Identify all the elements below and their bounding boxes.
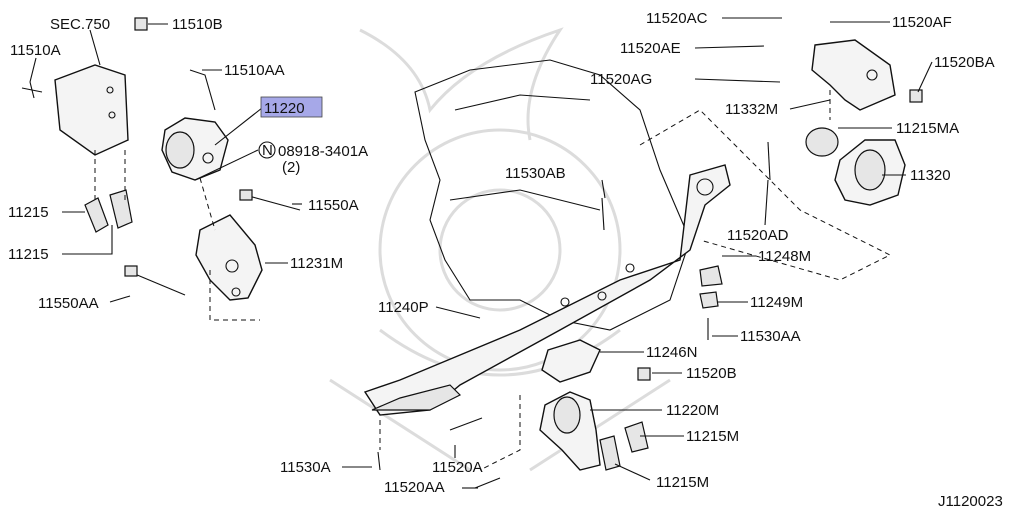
label-11240P: 11240P <box>378 299 429 316</box>
label-11510B: 11510B <box>172 16 223 33</box>
label-08918: 08918-3401A <box>278 143 368 160</box>
leader-lines <box>29 17 933 489</box>
label-sec750: SEC.750 <box>50 16 110 33</box>
label-11510AA: 11510AA <box>224 62 285 79</box>
label-11231M: 11231M <box>290 255 343 272</box>
engine-block-outline <box>414 59 691 331</box>
part-labels: SEC.750 11510B 11510A 11510AA 11220 N 08… <box>8 10 1003 510</box>
label-11520AC: 11520AC <box>646 10 708 27</box>
label-11520AE: 11520AE <box>620 40 681 57</box>
crossmember-11240P <box>363 164 731 416</box>
label-11220M: 11220M <box>666 402 719 419</box>
label-11510A: 11510A <box>10 42 61 59</box>
bolts-left <box>21 17 301 296</box>
label-11215-a: 11215 <box>8 204 49 221</box>
label-11320: 11320 <box>910 167 951 184</box>
label-11550A: 11550A <box>308 197 359 214</box>
label-11248M: 11248M <box>758 248 811 265</box>
label-11246N: 11246N <box>646 344 697 361</box>
highlight-11220 <box>260 96 323 118</box>
label-11550AA: 11550AA <box>38 295 99 312</box>
label-11215MA: 11215MA <box>896 120 959 137</box>
label-11220: 11220 <box>264 100 305 117</box>
label-11215M-b: 11215M <box>656 474 709 491</box>
label-11520AA: 11520AA <box>384 479 445 496</box>
label-11520BA: 11520BA <box>934 54 995 71</box>
label-08918-qty: (2) <box>282 159 300 176</box>
label-11215-b: 11215 <box>8 246 49 263</box>
right-mount-assembly <box>805 39 923 206</box>
label-11530AA: 11530AA <box>740 328 801 345</box>
label-11530A: 11530A <box>280 459 331 476</box>
label-11530AB: 11530AB <box>505 165 566 182</box>
left-mount-assembly <box>54 64 263 301</box>
rear-mount-assembly <box>377 339 649 489</box>
diagram-id: J1120023 <box>938 493 1003 510</box>
label-11249M: 11249M <box>750 294 803 311</box>
label-11520A: 11520A <box>432 459 483 476</box>
label-11520AG: 11520AG <box>590 71 652 88</box>
n-symbol-circle <box>258 141 276 159</box>
label-11215M-a: 11215M <box>686 428 739 445</box>
label-08918-prefix: N <box>262 142 273 159</box>
label-11520AF: 11520AF <box>892 14 952 31</box>
label-11332M: 11332M <box>725 101 778 118</box>
label-11520AD: 11520AD <box>727 227 789 244</box>
small-parts-right <box>601 141 771 381</box>
assembly-guides <box>209 90 892 471</box>
label-11520B: 11520B <box>686 365 737 382</box>
